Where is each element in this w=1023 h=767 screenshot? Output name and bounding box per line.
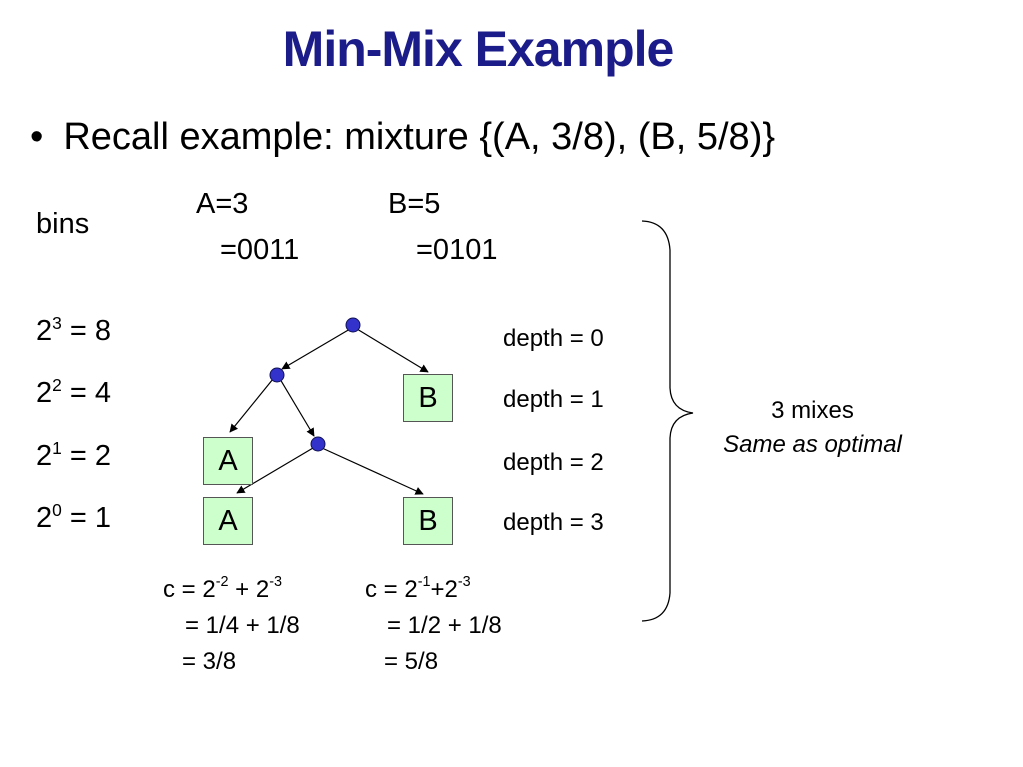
mixes-count: 3 mixes [771,397,854,424]
calc-a-line2: = 1/4 + 1/8 [185,612,300,639]
power-row: 22 = 4 [36,375,111,410]
bullet-icon: • [30,116,44,158]
depth-label: depth = 3 [503,509,604,536]
power-result: = 2 [61,440,111,472]
tree-edge [281,328,351,370]
power-exp: 1 [52,438,62,458]
calc-a-line3: = 3/8 [182,648,237,675]
depth-label: depth = 2 [503,449,604,476]
power-base: 2 [36,440,53,472]
power-exp: 2 [52,375,62,395]
power-row: 20 = 1 [36,500,111,535]
calc-text: c = 2 [365,576,418,603]
tree-edge [236,447,314,494]
calc-exp: -3 [457,574,471,590]
leaf-b-depth3: B [403,497,453,545]
power-result: = 4 [61,377,111,409]
leaf-a-depth3: A [203,497,253,545]
optimal-note: Same as optimal [723,431,902,458]
power-exp: 0 [52,500,62,520]
power-exp: 3 [52,313,62,333]
slide-title: Min-Mix Example [282,21,675,77]
power-base: 2 [36,315,53,347]
mix-node-depth1 [269,367,285,383]
calc-exp: -2 [215,574,229,590]
a-binary: =0011 [220,234,300,266]
depth-label: depth = 1 [503,386,604,413]
mixes-note: 3 mixes Same as optimal [640,394,985,462]
b-value: B=5 [388,188,441,220]
calc-b-line2: = 1/2 + 1/8 [387,612,502,639]
calc-text: +2 [430,576,458,603]
tree-edge [229,378,274,433]
bullet-text: Recall example: mixture {(A, 3/8), (B, 5… [63,116,776,158]
power-base: 2 [36,502,53,534]
power-result: = 8 [61,315,111,347]
power-base: 2 [36,377,53,409]
right-brace [641,220,694,622]
bullet-point: • Recall example: mixture {(A, 3/8), (B, … [30,116,775,159]
calc-a-line1: c = 2-2 + 2-3 [163,574,282,604]
calc-exp: -1 [417,574,431,590]
mix-node-depth2 [310,436,326,452]
leaf-b-depth1: B [403,374,453,422]
calc-exp: -3 [269,574,282,590]
tree-edge [321,447,424,495]
calc-text: + 2 [228,576,270,603]
power-row: 23 = 8 [36,313,111,348]
a-value: A=3 [196,188,249,220]
bins-label: bins [36,208,90,240]
tree-edge [279,378,315,437]
mix-node-root [345,317,361,333]
depth-label: depth = 0 [503,325,604,352]
power-result: = 1 [61,502,111,534]
calc-text: c = 2 [163,576,216,603]
calc-b-line3: = 5/8 [384,648,439,675]
tree-edge [356,328,429,373]
calc-b-line1: c = 2-1+2-3 [365,574,471,604]
b-binary: =0101 [416,234,498,266]
power-row: 21 = 2 [36,438,111,473]
leaf-a-depth2: A [203,437,253,485]
